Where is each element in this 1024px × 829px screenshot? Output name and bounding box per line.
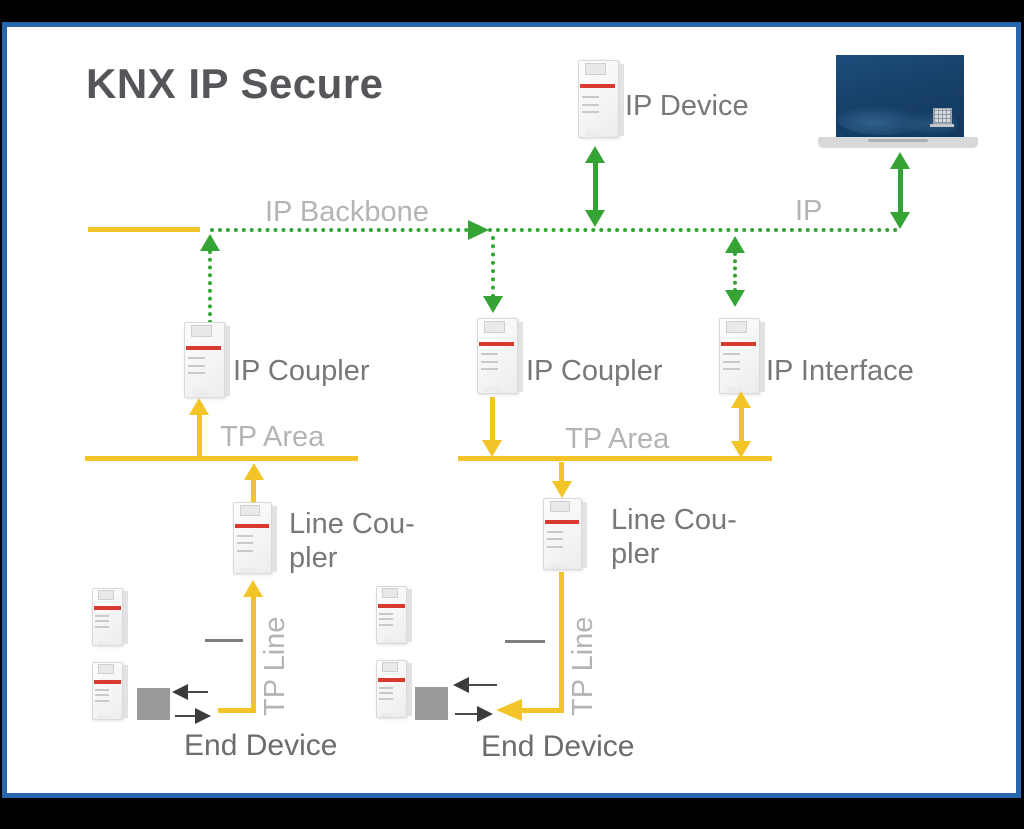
connector-line xyxy=(251,477,256,503)
arrow-left-icon xyxy=(496,699,522,721)
arrow-left-icon xyxy=(172,684,188,700)
connector-line xyxy=(197,413,202,458)
connector-line xyxy=(559,462,564,484)
ip-backbone-label: IP Backbone xyxy=(265,196,429,228)
end-device-box-icon xyxy=(415,687,448,720)
arrow-shaft xyxy=(467,684,497,686)
laptop-grid-icon-base xyxy=(930,124,954,127)
arrow-shaft xyxy=(898,166,903,212)
ip-interface-module-icon xyxy=(719,318,765,394)
diagram-canvas xyxy=(2,22,1021,798)
arrow-down-icon xyxy=(731,441,751,458)
arrow-down-icon xyxy=(585,210,605,227)
tp-area-mid-label: TP Area xyxy=(565,423,670,455)
line-coupler-left-label-line2: pler xyxy=(289,542,338,574)
ip-backbone-line xyxy=(210,228,898,232)
connector-line xyxy=(490,397,495,442)
end-device-module-icon xyxy=(92,588,128,646)
ip-coupler-left-label: IP Coupler xyxy=(233,355,370,387)
line-coupler-mid-label: Line Cou- pler xyxy=(611,503,737,571)
arrow-up-icon xyxy=(731,391,751,408)
arrow-shaft xyxy=(175,715,197,717)
arrow-right-icon xyxy=(195,708,211,724)
tp-line-left-label: TP Line xyxy=(259,616,291,716)
arrow-up-icon xyxy=(585,146,605,163)
separator-dash xyxy=(505,640,545,643)
line-coupler-mid-label-line2: pler xyxy=(611,538,660,570)
arrow-up-icon xyxy=(200,234,220,251)
separator-dash xyxy=(205,639,243,642)
arrow-right-icon xyxy=(477,706,493,722)
ip-coupler-left-module-icon xyxy=(184,322,230,398)
arrow-up-icon xyxy=(244,463,264,480)
backbone-drop-line xyxy=(491,236,495,298)
tp-line-left-line xyxy=(218,708,256,713)
arrow-shaft xyxy=(455,713,479,715)
backbone-drop-line xyxy=(733,252,737,292)
tp-area-mid-line xyxy=(458,456,772,461)
arrow-shaft xyxy=(593,160,598,212)
arrow-down-icon xyxy=(890,212,910,229)
laptop-icon xyxy=(818,50,978,150)
end-device-module-icon xyxy=(92,662,128,720)
tp-line-mid-label: TP Line xyxy=(567,616,599,716)
laptop-base xyxy=(818,137,978,148)
arrow-down-icon xyxy=(482,440,502,457)
end-device-module-icon xyxy=(376,660,412,718)
ip-interface-label: IP Interface xyxy=(766,355,914,387)
tp-backbone-stub-line xyxy=(88,227,200,232)
line-coupler-mid-module-icon xyxy=(543,498,587,570)
arrow-shaft xyxy=(186,691,208,693)
arrow-up-icon xyxy=(243,580,263,597)
arrow-down-icon xyxy=(483,296,503,313)
tp-line-mid-line xyxy=(520,708,564,713)
arrow-left-icon xyxy=(453,677,469,693)
arrow-up-icon xyxy=(189,398,209,415)
line-coupler-mid-label-line1: Line Cou- xyxy=(611,504,737,536)
ip-coupler-mid-module-icon xyxy=(477,318,523,394)
arrow-up-icon xyxy=(890,152,910,169)
line-coupler-left-label-line1: Line Cou- xyxy=(289,508,415,540)
ip-device-module-icon xyxy=(578,60,624,138)
laptop-base-notch xyxy=(868,139,928,142)
connector-line xyxy=(739,406,744,443)
backbone-drop-line xyxy=(208,250,212,324)
arrow-up-icon xyxy=(725,236,745,253)
end-device-mid-label: End Device xyxy=(481,730,635,763)
arrow-right-icon xyxy=(468,220,489,240)
end-device-box-icon xyxy=(137,688,170,720)
tp-area-left-line xyxy=(85,456,358,461)
end-device-module-icon xyxy=(376,586,412,644)
end-device-left-label: End Device xyxy=(184,729,338,762)
ip-device-label: IP Device xyxy=(625,90,749,122)
arrow-down-icon xyxy=(552,481,572,498)
laptop-grid-icon xyxy=(933,108,952,124)
line-coupler-left-module-icon xyxy=(233,502,277,574)
tp-line-left-line xyxy=(251,595,256,712)
page-title: KNX IP Secure xyxy=(86,60,384,107)
arrow-down-icon xyxy=(725,290,745,307)
ip-label: IP xyxy=(795,195,823,227)
ip-coupler-mid-label: IP Coupler xyxy=(526,355,663,387)
tp-area-left-label: TP Area xyxy=(220,421,325,453)
tp-line-mid-line xyxy=(559,572,564,712)
line-coupler-left-label: Line Cou- pler xyxy=(289,507,415,575)
